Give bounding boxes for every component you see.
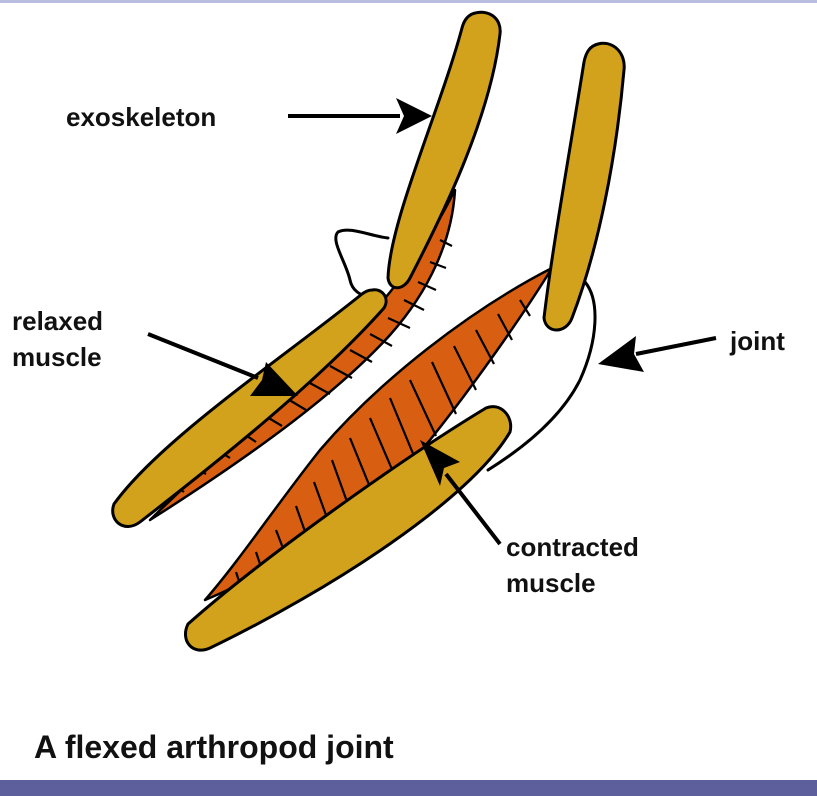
relaxed-muscle-arrow-head <box>250 362 298 396</box>
relaxed-muscle-label-line1: relaxed <box>12 306 103 336</box>
contracted-muscle-label-line1: contracted <box>506 532 639 562</box>
exoskeleton-lower-outer <box>111 288 388 528</box>
lower-joint-membrane <box>486 280 597 472</box>
upper-joint-membrane <box>334 228 390 300</box>
contracted-muscle-arrow-line <box>444 472 502 546</box>
joint-arrow-head <box>598 336 644 372</box>
exoskeleton-upper-inner <box>542 41 626 332</box>
relaxed-muscle-label-line2: muscle <box>12 342 102 372</box>
label-arrows <box>147 98 717 546</box>
diagram-caption: A flexed arthropod joint <box>34 729 394 765</box>
contracted-muscle-arrow-head <box>420 440 460 486</box>
bottom-bar <box>0 780 817 796</box>
exoskeleton-lower-inner <box>184 405 513 652</box>
exoskeleton-segments <box>111 10 626 652</box>
relaxed-muscle-arrow-line <box>147 332 259 380</box>
joint-membrane <box>334 228 597 472</box>
joint-label: joint <box>729 326 785 356</box>
joint-arrow-line <box>635 336 717 356</box>
contracted-muscle-label-line2: muscle <box>506 568 596 598</box>
exoskeleton-label: exoskeleton <box>66 102 216 132</box>
contracted-muscle <box>203 266 554 602</box>
exoskeleton-upper-outer <box>386 10 502 290</box>
contracted-muscle-body <box>203 266 554 602</box>
exoskeleton-arrow-head <box>396 98 432 134</box>
top-border <box>0 0 817 3</box>
